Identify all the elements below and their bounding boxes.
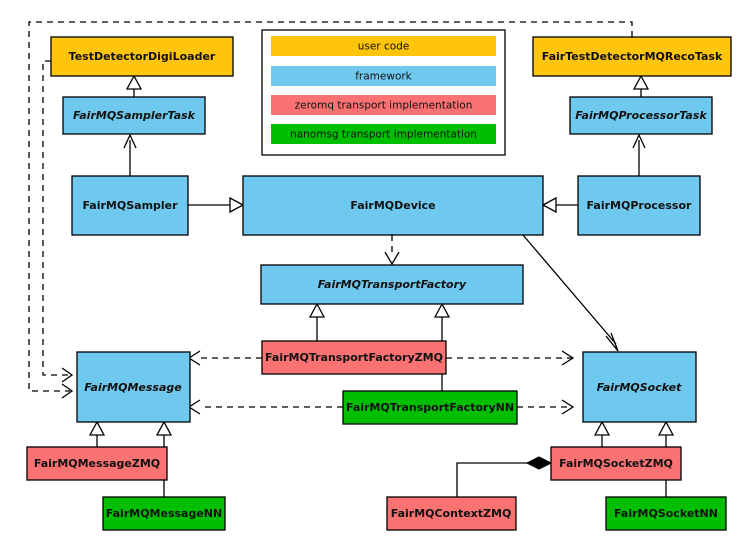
legend-label-nanomsg: nanomsg transport implementation [290, 129, 477, 141]
node-label-fairmqprocessor: FairMQProcessor [587, 199, 692, 212]
node-rect-fairmqmessagezmq[interactable] [26, 446, 168, 481]
node-label-fairtestdetectormqrecotask: FairTestDetectorMQRecoTask [542, 50, 723, 63]
arrowhead-hollow-sampler-device [229, 196, 245, 214]
node-fairmqtransportfactoryzmq[interactable]: FairMQTransportFactoryZMQ [261, 340, 447, 375]
node-fairmqtransportfactory[interactable]: FairMQTransportFactory [260, 264, 524, 305]
arrowhead-hollow-samplertask-digiloader [125, 74, 143, 90]
arrowhead-hollow-socketnn-socket [657, 420, 675, 436]
node-label-fairmqmessage: FairMQMessage [84, 381, 182, 394]
legend-swatch-user-code [271, 36, 496, 56]
node-label-fairmqsampler: FairMQSampler [82, 199, 178, 212]
arrowhead-hollow-messagezmq-message [88, 420, 106, 436]
legend-swatch-framework [271, 66, 496, 86]
legend: user code framework zeromq transport imp… [261, 29, 506, 156]
edge-testdetectordigiloader-to-fairmqmessage [42, 60, 70, 376]
node-label-fairmqsocket: FairMQSocket [597, 381, 683, 394]
node-rect-fairmqtransportfactorynn[interactable] [342, 390, 518, 425]
arrowhead-hollow-messagenn-message [155, 420, 173, 436]
node-fairmqmessage[interactable]: FairMQMessage [76, 351, 191, 423]
node-label-fairmqsocketnn: FairMQSocketNN [614, 507, 718, 520]
legend-swatch-zeromq [271, 95, 496, 115]
node-rect-fairmqprocessortask[interactable] [569, 96, 713, 135]
node-rect-fairmqdevice[interactable] [242, 175, 544, 236]
node-fairmqmessagezmq[interactable]: FairMQMessageZMQ [26, 446, 168, 481]
node-label-fairmqcontextzmq: FairMQContextZMQ [391, 507, 512, 520]
arrowhead-open-digiloader-message [61, 367, 74, 383]
node-label-fairmqprocessortask: FairMQProcessorTask [575, 109, 707, 122]
arrowhead-open-device-socket [605, 332, 619, 352]
node-rect-fairmqmessage[interactable] [76, 351, 191, 423]
node-rect-fairmqsampler[interactable] [71, 175, 189, 236]
node-fairmqsocketnn[interactable]: FairMQSocketNN [605, 496, 727, 531]
node-fairmqprocessor[interactable]: FairMQProcessor [577, 175, 701, 236]
node-fairmqcontextzmq[interactable]: FairMQContextZMQ [386, 496, 517, 531]
legend-label-zeromq: zeromq transport implementation [295, 100, 473, 112]
edge-fairtestdetectormqrecotask-to-fairmqmessage [28, 21, 633, 392]
arrowhead-hollow-processortask-recotask [632, 74, 650, 90]
node-rect-fairmqsocket[interactable] [582, 351, 697, 423]
edge-group-user-code-dependencies [28, 21, 633, 399]
edge-fairmqdevice-to-fairmqsocket [522, 234, 617, 345]
node-testdetectordigiloader[interactable]: TestDetectorDigiLoader [50, 36, 234, 77]
node-fairmqmessagenn[interactable]: FairMQMessageNN [102, 496, 226, 531]
node-group: TestDetectorDigiLoader FairTestDetectorM… [26, 36, 732, 531]
arrowhead-hollow-socketzmq-socket [593, 420, 611, 436]
edge-fairmqsocketzmq-to-fairmqcontextzmq [456, 462, 538, 497]
arrowhead-hollow-factorynn-factory [433, 302, 451, 318]
arrowhead-hollow-processor-device [541, 196, 557, 214]
arrowhead-open-factorynn-socket [561, 399, 575, 415]
legend-swatch-nanomsg [271, 124, 496, 144]
node-rect-fairmqsamplertask[interactable] [62, 96, 206, 135]
arrowhead-hollow-factoryzmq-factory [308, 302, 326, 318]
arrowhead-open-factoryzmq-socket [561, 350, 575, 366]
arrowhead-open-processor-processortask [632, 133, 646, 149]
edge-group-structure [88, 74, 675, 497]
node-label-fairmqtransportfactoryzmq: FairMQTransportFactoryZMQ [265, 351, 443, 364]
node-rect-fairmqsocketzmq[interactable] [550, 446, 682, 481]
node-rect-fairmqsocketnn[interactable] [605, 496, 727, 531]
node-label-fairmqmessagezmq: FairMQMessageZMQ [34, 457, 160, 470]
node-rect-fairmqtransportfactoryzmq[interactable] [261, 340, 447, 375]
diamond-composition-socketzmq-contextzmq [525, 456, 553, 470]
node-rect-testdetectordigiloader[interactable] [50, 36, 234, 77]
legend-label-user-code: user code [358, 41, 410, 53]
node-rect-fairmqprocessor[interactable] [577, 175, 701, 236]
node-fairmqdevice[interactable]: FairMQDevice [242, 175, 544, 236]
node-rect-fairmqtransportfactory[interactable] [260, 264, 524, 305]
node-label-fairmqtransportfactorynn: FairMQTransportFactoryNN [346, 401, 514, 414]
node-label-testdetectordigiloader: TestDetectorDigiLoader [69, 50, 216, 63]
arrowhead-open-device-transportfactory [384, 251, 400, 266]
node-fairmqprocessortask[interactable]: FairMQProcessorTask [569, 96, 713, 135]
node-fairmqsamplertask[interactable]: FairMQSamplerTask [62, 96, 206, 135]
node-fairmqtransportfactorynn[interactable]: FairMQTransportFactoryNN [342, 390, 518, 425]
node-rect-fairmqcontextzmq[interactable] [386, 496, 517, 531]
legend-label-framework: framework [355, 71, 412, 83]
node-rect-fairtestdetectormqrecotask[interactable] [532, 36, 732, 77]
arrowhead-open-recotask-message [61, 383, 74, 399]
node-fairmqsocketzmq[interactable]: FairMQSocketZMQ [550, 446, 682, 481]
node-label-fairmqdevice: FairMQDevice [350, 199, 435, 212]
node-label-fairmqtransportfactory: FairMQTransportFactory [318, 278, 467, 291]
node-fairtestdetectormqrecotask[interactable]: FairTestDetectorMQRecoTask [532, 36, 732, 77]
node-label-fairmqsocketzmq: FairMQSocketZMQ [559, 457, 673, 470]
node-fairmqsocket[interactable]: FairMQSocket [582, 351, 697, 423]
arrowhead-open-sampler-samplertask [123, 133, 137, 149]
node-label-fairmqmessagenn: FairMQMessageNN [106, 507, 222, 520]
node-label-fairmqsamplertask: FairMQSamplerTask [73, 109, 196, 122]
node-fairmqsampler[interactable]: FairMQSampler [71, 175, 189, 236]
node-rect-fairmqmessagenn[interactable] [102, 496, 226, 531]
